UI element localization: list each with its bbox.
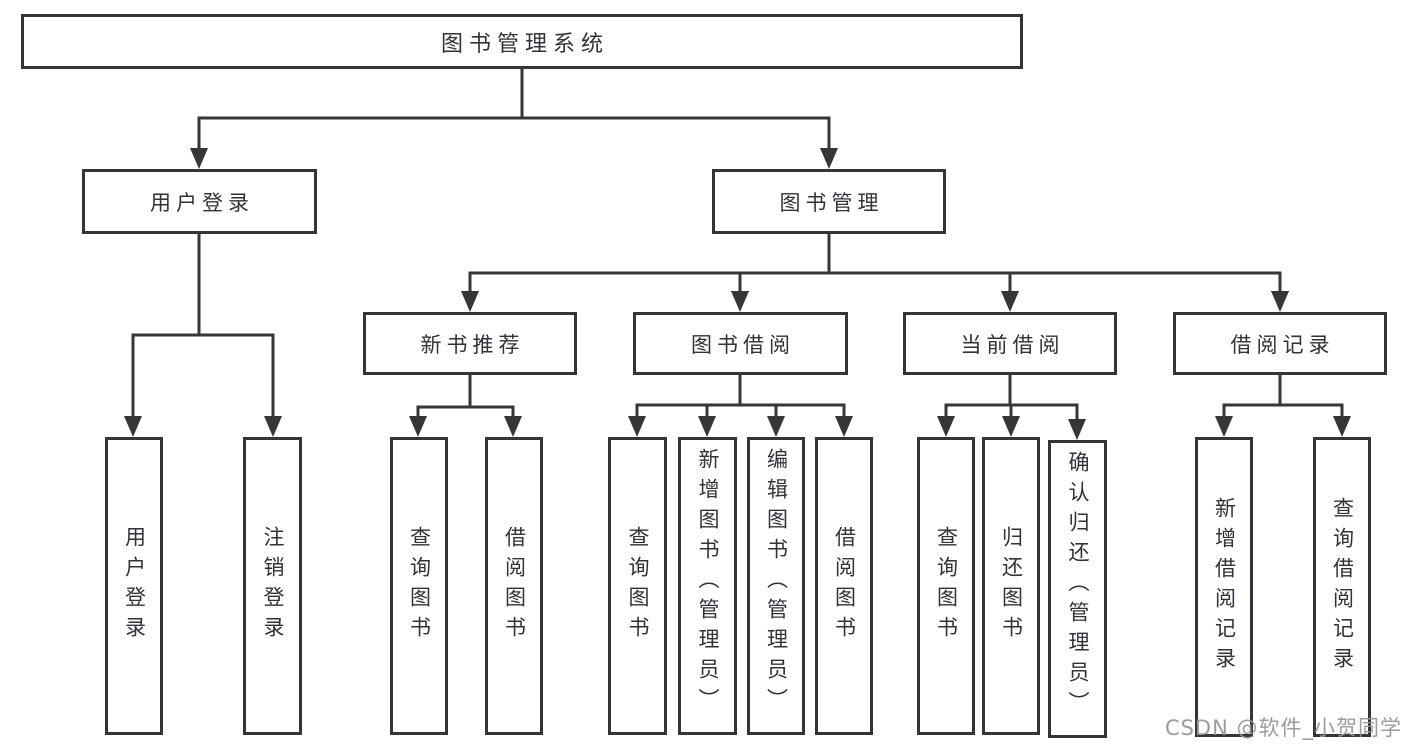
node-label: 用户登录 [150,190,254,215]
node-label: 借阅图书 [502,526,527,646]
node-book-management-branch: 图书管理 [712,169,946,234]
leaf-logout: 注销登录 [243,437,302,735]
leaf-nbr-borrow-book: 借阅图书 [485,437,543,735]
node-label: 注销登录 [261,526,285,646]
node-label: 用户登录 [122,526,147,646]
node-label: 查询图书 [407,526,432,646]
node-label: 图书借阅 [691,332,795,357]
leaf-nbr-query-book: 查询图书 [390,437,448,735]
node-book-borrowing: 图书借阅 [633,312,848,375]
node-label: 新增借阅记录 [1212,497,1237,677]
leaf-cb-confirm-return-admin: 确认归还（管理员） [1048,440,1107,738]
leaf-br-add-record: 新增借阅记录 [1195,437,1253,737]
node-label: 借阅图书 [832,526,857,646]
node-label: 编辑图书（管理员） [764,448,789,718]
leaf-bb-borrow-book: 借阅图书 [815,437,873,735]
node-label: 新增图书（管理员） [696,448,720,718]
node-label: 当前借阅 [960,332,1065,357]
leaf-bb-query-book: 查询图书 [608,437,667,735]
node-label: 新书推荐 [420,332,525,357]
node-root-system: 图书管理系统 [21,14,1023,69]
node-label: 查询图书 [626,526,650,646]
node-current-borrowing: 当前借阅 [903,312,1117,375]
leaf-bb-add-book-admin: 新增图书（管理员） [678,437,737,735]
node-borrowing-records: 借阅记录 [1173,312,1387,375]
node-label: 图书管理系统 [440,31,609,57]
node-label: 归还图书 [999,526,1024,646]
node-label: 查询借阅记录 [1330,497,1355,677]
node-user-login-branch: 用户登录 [82,169,317,234]
leaf-cb-query-book: 查询图书 [917,437,975,735]
csdn-watermark: CSDN @软件_小贺同学 [1164,716,1402,740]
leaf-br-query-record: 查询借阅记录 [1313,437,1371,737]
leaf-bb-edit-book-admin: 编辑图书（管理员） [747,437,805,735]
node-label: 查询图书 [934,526,959,646]
node-label: 借阅记录 [1230,332,1335,357]
node-label: 确认归还（管理员） [1066,451,1090,721]
leaf-cb-return-book: 归还图书 [982,437,1040,735]
leaf-user-login: 用户登录 [105,437,163,735]
node-new-book-recommend: 新书推荐 [363,312,577,375]
node-label: 图书管理 [779,190,884,215]
